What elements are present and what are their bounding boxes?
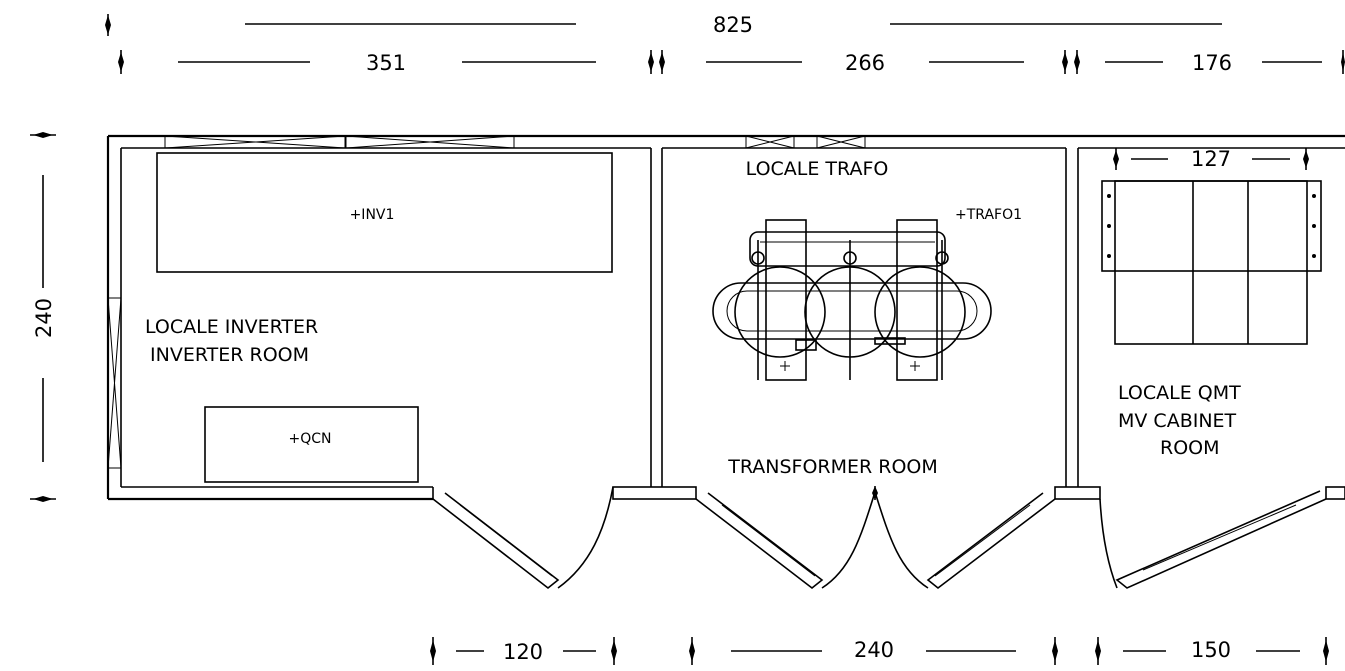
trafo-room-title: LOCALE TRAFO bbox=[746, 158, 889, 180]
door-trafo-right bbox=[872, 486, 1056, 590]
mv-cabinet-width: 127 bbox=[1191, 147, 1231, 171]
transformer-tag: +TRAFO1 bbox=[955, 207, 1022, 223]
building-walls bbox=[106, 134, 1345, 501]
mv-room-label-2: MV CABINET bbox=[1118, 410, 1237, 432]
dimension-overall-label: 825 bbox=[713, 13, 753, 37]
door-inverter bbox=[432, 486, 614, 590]
inverter-tag: +INV1 bbox=[350, 207, 395, 223]
transformer-symbol bbox=[712, 219, 992, 381]
trafo-room-subtitle: TRANSFORMER ROOM bbox=[727, 456, 938, 478]
inverter-room-label-2: INVERTER ROOM bbox=[150, 344, 309, 366]
roof-vents bbox=[164, 135, 866, 149]
inverter-room-label-1: LOCALE INVERTER bbox=[145, 316, 318, 338]
door-trafo-left bbox=[695, 491, 876, 590]
mv-room-label-1: LOCALE QMT bbox=[1118, 382, 1241, 404]
dimension-row-bottom bbox=[430, 637, 1329, 665]
door-mv bbox=[1099, 490, 1327, 589]
mv-cabinet-dimension bbox=[1113, 148, 1309, 170]
dimension-height-label: 240 bbox=[32, 298, 56, 338]
mv-cabinet bbox=[1101, 180, 1322, 345]
qcn-panel bbox=[204, 406, 419, 483]
dimension-height bbox=[30, 132, 56, 502]
dimension-mv-width: 176 bbox=[1192, 51, 1232, 75]
dimension-trafo-width: 266 bbox=[845, 51, 885, 75]
dimension-door-inverter: 120 bbox=[503, 640, 543, 664]
dimension-door-trafo: 240 bbox=[854, 638, 894, 662]
dimension-door-mv: 150 bbox=[1191, 638, 1231, 662]
qcn-tag: +QCN bbox=[289, 431, 332, 447]
mv-room-label-3: ROOM bbox=[1160, 437, 1220, 459]
dimension-inverter-width: 351 bbox=[366, 51, 406, 75]
inverter-cabinet bbox=[156, 152, 613, 273]
dimension-overall bbox=[105, 14, 1222, 36]
dimension-row-top bbox=[118, 50, 1345, 74]
